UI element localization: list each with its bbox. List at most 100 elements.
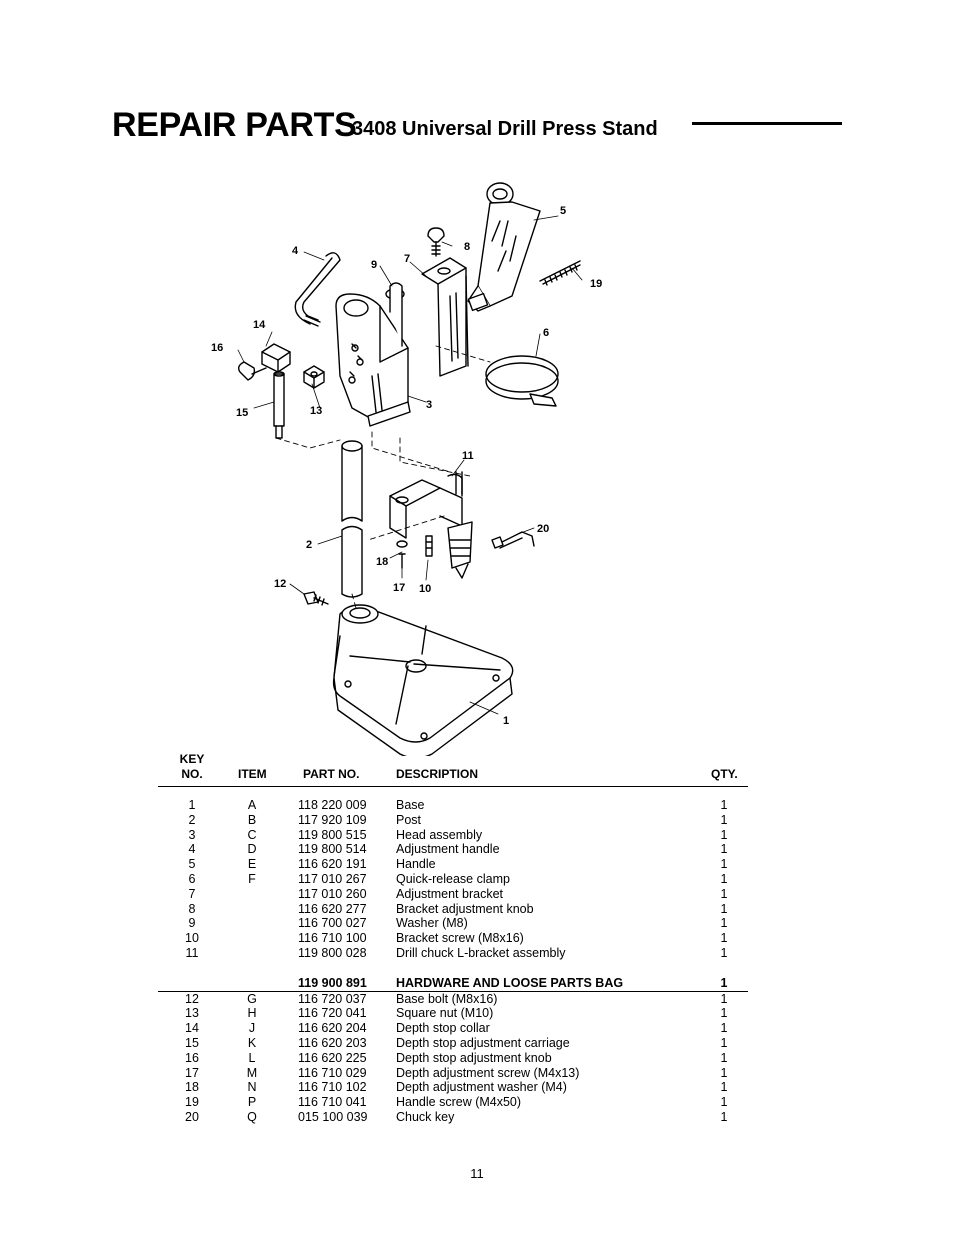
cell-description: Bracket adjustment knob xyxy=(396,901,534,916)
cell-part-no: 116 710 100 xyxy=(298,931,367,946)
cell-qty: 1 xyxy=(720,1006,728,1021)
cell-part-no: 116 710 029 xyxy=(298,1065,367,1080)
cell-item: K xyxy=(247,1035,257,1050)
cell-description: Bracket screw (M8x16) xyxy=(396,931,524,946)
cell-qty: 1 xyxy=(720,812,728,827)
depth-stop-parts xyxy=(237,343,325,439)
diagram-svg: 1 2 3 4 5 6 7 8 9 10 11 12 13 14 15 16 1… xyxy=(211,182,602,756)
cell-item: D xyxy=(247,842,257,857)
cell-key: 2 xyxy=(188,812,196,827)
cell-qty: 1 xyxy=(720,842,728,857)
cell-key: 3 xyxy=(188,827,196,842)
cell-description: Quick-release clamp xyxy=(396,871,510,886)
cell-part-no: 119 800 515 xyxy=(298,827,367,842)
header-part-no: PART NO. xyxy=(303,767,360,781)
cell-key: 20 xyxy=(185,1109,199,1124)
header-item: ITEM xyxy=(238,767,267,781)
callout-15: 15 xyxy=(236,407,248,419)
page-subtitle: 3408 Universal Drill Press Stand xyxy=(352,118,658,140)
header-description: DESCRIPTION xyxy=(396,767,479,781)
cell-qty: 1 xyxy=(720,916,728,931)
cell-description: Depth stop collar xyxy=(396,1021,490,1036)
table-row: 14 J 116 620 204 Depth stop collar 1 xyxy=(158,1021,748,1036)
cell-item: A xyxy=(247,798,257,812)
cell-qty: 1 xyxy=(720,1050,728,1065)
title-rule xyxy=(692,122,842,125)
cell-qty: 1 xyxy=(720,871,728,886)
cell-qty: 1 xyxy=(720,1080,728,1095)
cell-qty: 1 xyxy=(720,798,728,812)
cell-item: Q xyxy=(247,1109,257,1124)
cell-item: E xyxy=(247,857,257,872)
cell-part-no: 116 710 041 xyxy=(298,1095,367,1110)
handle-screw-part xyxy=(539,260,581,286)
cell-description: Drill chuck L-bracket assembly xyxy=(396,945,566,960)
callout-12: 12 xyxy=(274,578,286,590)
cell-item: H xyxy=(247,1006,257,1021)
cell-part-no: 116 620 225 xyxy=(298,1050,367,1065)
cell-qty: 1 xyxy=(720,1021,728,1036)
callout-9: 9 xyxy=(371,259,377,271)
cell-qty: 1 xyxy=(720,1035,728,1050)
cell-qty: 1 xyxy=(720,857,728,872)
cell-description: Depth stop adjustment knob xyxy=(396,1050,552,1065)
callout-5: 5 xyxy=(560,205,566,217)
cell-description: Head assembly xyxy=(396,827,483,842)
callout-11: 11 xyxy=(462,450,474,462)
cell-item: J xyxy=(248,1021,256,1036)
post-part xyxy=(341,440,363,598)
cell-key: 19 xyxy=(185,1095,199,1110)
cell-description: Adjustment handle xyxy=(396,842,500,857)
cell-item: C xyxy=(247,827,257,842)
cell-key: 11 xyxy=(185,945,199,960)
callout-20: 20 xyxy=(537,523,549,535)
alignment-lines xyxy=(275,345,491,609)
callout-10: 10 xyxy=(419,583,431,595)
cell-key: 16 xyxy=(185,1050,199,1065)
cell-key: 14 xyxy=(185,1021,199,1036)
cell-qty: 1 xyxy=(720,901,728,916)
cell-part-no: 117 920 109 xyxy=(298,812,367,827)
callout-3: 3 xyxy=(426,399,432,411)
head-assembly-part xyxy=(335,282,411,427)
callout-16: 16 xyxy=(211,342,223,354)
header-key-line1: KEY xyxy=(179,752,205,766)
cell-key: 4 xyxy=(188,842,196,857)
bag-description: HARDWARE AND LOOSE PARTS BAG xyxy=(396,975,624,990)
base-part xyxy=(332,604,514,756)
cell-key: 13 xyxy=(185,1006,199,1021)
cell-description: Depth adjustment screw (M4x13) xyxy=(396,1065,580,1080)
callout-labels: 1 2 3 4 5 6 7 8 9 10 11 12 13 14 15 16 1… xyxy=(211,205,602,727)
cell-description: Handle xyxy=(396,857,436,872)
cell-key: 7 xyxy=(188,886,196,901)
callout-17: 17 xyxy=(393,582,405,594)
cell-description: Base xyxy=(396,798,425,812)
bracket-knob-part xyxy=(427,227,445,257)
cell-part-no: 116 720 037 xyxy=(298,991,367,1006)
cell-part-no: 116 620 203 xyxy=(298,1035,367,1050)
cell-key: 15 xyxy=(185,1035,199,1050)
cell-qty: 1 xyxy=(720,931,728,946)
cell-part-no: 116 620 204 xyxy=(298,1021,367,1036)
callout-6: 6 xyxy=(543,327,549,339)
page-title-row: REPAIR PARTS 3408 Universal Drill Press … xyxy=(112,106,844,146)
header-key-line2: NO. xyxy=(181,767,203,781)
cell-qty: 1 xyxy=(720,886,728,901)
cell-part-no: 116 700 027 xyxy=(298,916,367,931)
callout-8: 8 xyxy=(464,241,470,253)
cell-description: Depth adjustment washer (M4) xyxy=(396,1080,567,1095)
cell-part-no: 118 220 009 xyxy=(298,798,367,812)
cell-item: P xyxy=(247,1095,257,1110)
callout-2: 2 xyxy=(306,539,312,551)
cell-item: L xyxy=(248,1050,256,1065)
cell-key: 12 xyxy=(185,991,199,1006)
